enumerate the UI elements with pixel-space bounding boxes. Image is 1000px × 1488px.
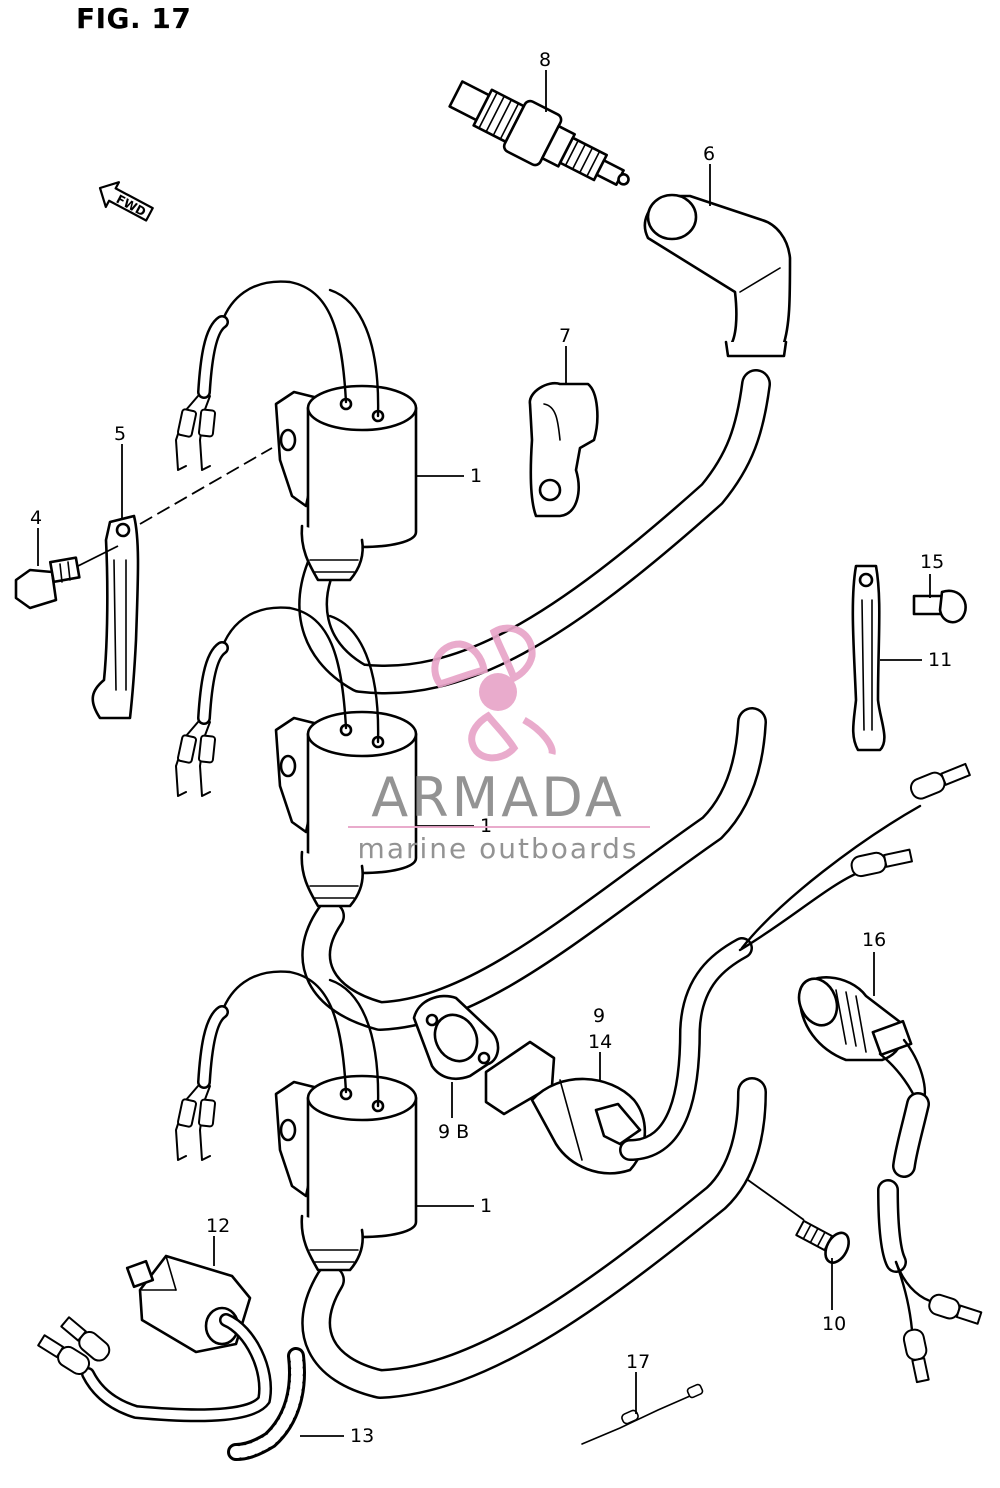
callout-7: 7 <box>559 325 571 347</box>
bullet-connector <box>850 848 913 878</box>
callout-16: 16 <box>862 929 886 951</box>
callout-4: 4 <box>30 507 42 529</box>
callout-11: 11 <box>928 649 952 671</box>
callout-14: 14 <box>588 1031 612 1053</box>
callout-12: 12 <box>206 1215 230 1237</box>
bolt <box>14 556 81 610</box>
temperature-sensor <box>125 1254 252 1354</box>
callout-13: 13 <box>350 1425 374 1447</box>
stop-switch <box>797 976 913 1062</box>
assembly-line <box>139 447 273 525</box>
spark-plug-cap <box>643 193 792 358</box>
figure-title: FIG. 17 <box>76 2 192 35</box>
watermark-tagline: marine outboards <box>358 832 639 865</box>
callout-6: 6 <box>703 143 715 165</box>
assembly-line <box>77 545 119 567</box>
callout-8: 8 <box>539 49 551 71</box>
hose-clamp <box>528 381 599 518</box>
bullet-connector <box>60 1316 111 1362</box>
callout-15: 15 <box>920 551 944 573</box>
gasket-plate <box>412 994 500 1080</box>
screw <box>912 589 967 624</box>
watermark-brand: ARMADA <box>371 766 625 829</box>
bullet-connector <box>902 1328 930 1384</box>
bullet-connector <box>37 1334 91 1376</box>
bullet-connector <box>928 1293 983 1325</box>
callout-17: 17 <box>626 1351 650 1373</box>
lead-wire <box>581 1383 704 1445</box>
callout-9: 9 <box>593 1005 605 1027</box>
wiring-grommet <box>484 1040 647 1175</box>
callout-1: 1 <box>470 465 482 487</box>
propeller-logo-icon <box>431 624 556 762</box>
wire <box>894 1260 914 1332</box>
callout-9b: 9 B <box>438 1121 469 1143</box>
callout-10: 10 <box>822 1313 846 1335</box>
watermark: ARMADA marine outboards <box>348 624 650 865</box>
ignition-coil <box>175 280 418 582</box>
callout-labels: 1 1 1 4 5 6 7 8 9 9 B 10 11 12 13 14 15 … <box>30 49 952 1447</box>
wire <box>740 804 922 950</box>
tapping-screw <box>795 1219 850 1264</box>
fwd-arrow-icon: FWD <box>98 181 154 222</box>
spark-plug <box>448 80 630 186</box>
callout-5: 5 <box>114 423 126 445</box>
mounting-bracket <box>91 514 140 720</box>
callout-1: 1 <box>480 1195 492 1217</box>
wire <box>738 870 862 952</box>
assembly-line <box>747 1179 805 1221</box>
mounting-bracket-right <box>851 564 886 752</box>
bullet-connector <box>909 762 971 800</box>
